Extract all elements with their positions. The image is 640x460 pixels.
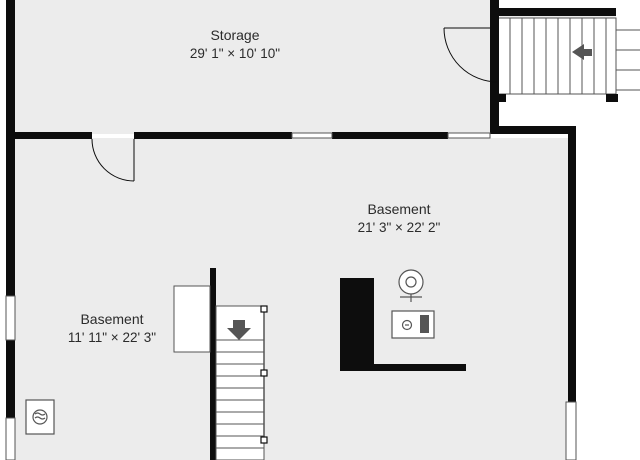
room-dims-basement-main: 21' 3" × 22' 2": [358, 220, 441, 235]
storage-floor: [14, 0, 492, 134]
window-top-2: [447, 132, 491, 139]
water-heater-icon: [398, 269, 424, 302]
windows: [5, 132, 577, 460]
wall-storage-basement-left: [14, 132, 92, 139]
room-dims-storage: 29' 1" × 10' 10": [190, 46, 280, 61]
door-storage-basement: [91, 138, 135, 182]
room-labels: Storage 29' 1" × 10' 10" Basement 21' 3"…: [68, 27, 441, 345]
basement-floor: [14, 138, 568, 460]
handrail-post-bottom: [260, 436, 268, 444]
upper-stair-treads: [509, 18, 640, 94]
lower-stairs: [173, 285, 268, 460]
floor-areas: [14, 0, 616, 460]
wall-storage-right: [490, 0, 499, 128]
upper-stairs-box: [497, 17, 617, 95]
walls: [6, 0, 618, 460]
furnace-icon: [391, 310, 435, 339]
wall-storage-basement-mid: [134, 132, 292, 139]
wall-stair-rail: [210, 268, 216, 460]
window-left-1: [5, 295, 16, 341]
floor-drain-icon: [25, 399, 55, 435]
stair-landing-box: [173, 285, 211, 353]
wall-landing-top: [498, 8, 616, 16]
doors: [91, 27, 499, 182]
stair-arrow-down-icon: [227, 320, 251, 340]
wall-storage-basement-mid2: [332, 132, 448, 139]
wall-landing-bottom-right: [606, 94, 618, 102]
wall-storage-basement-right: [490, 126, 576, 134]
window-top-1: [291, 132, 333, 139]
room-dims-basement-left: 11' 11" × 22' 3": [68, 330, 156, 345]
window-left-2: [5, 417, 16, 460]
wall-landing-bottom: [490, 94, 506, 102]
wall-basement-right: [568, 126, 576, 460]
handrail-post-top: [260, 305, 268, 313]
handrail-post-mid: [260, 369, 268, 377]
wall-left-outer: [6, 0, 15, 460]
window-right-1: [565, 401, 577, 460]
upper-stairs: [497, 17, 640, 95]
stair-arrow-left-icon: [572, 44, 592, 60]
room-name-storage: Storage: [210, 27, 259, 43]
wall-partition-base: [340, 364, 466, 371]
lower-stair-treads: [216, 339, 264, 449]
room-name-basement-left: Basement: [80, 311, 143, 327]
room-name-basement-main: Basement: [367, 201, 430, 217]
door-landing: [443, 27, 499, 83]
wall-partition: [340, 278, 374, 370]
